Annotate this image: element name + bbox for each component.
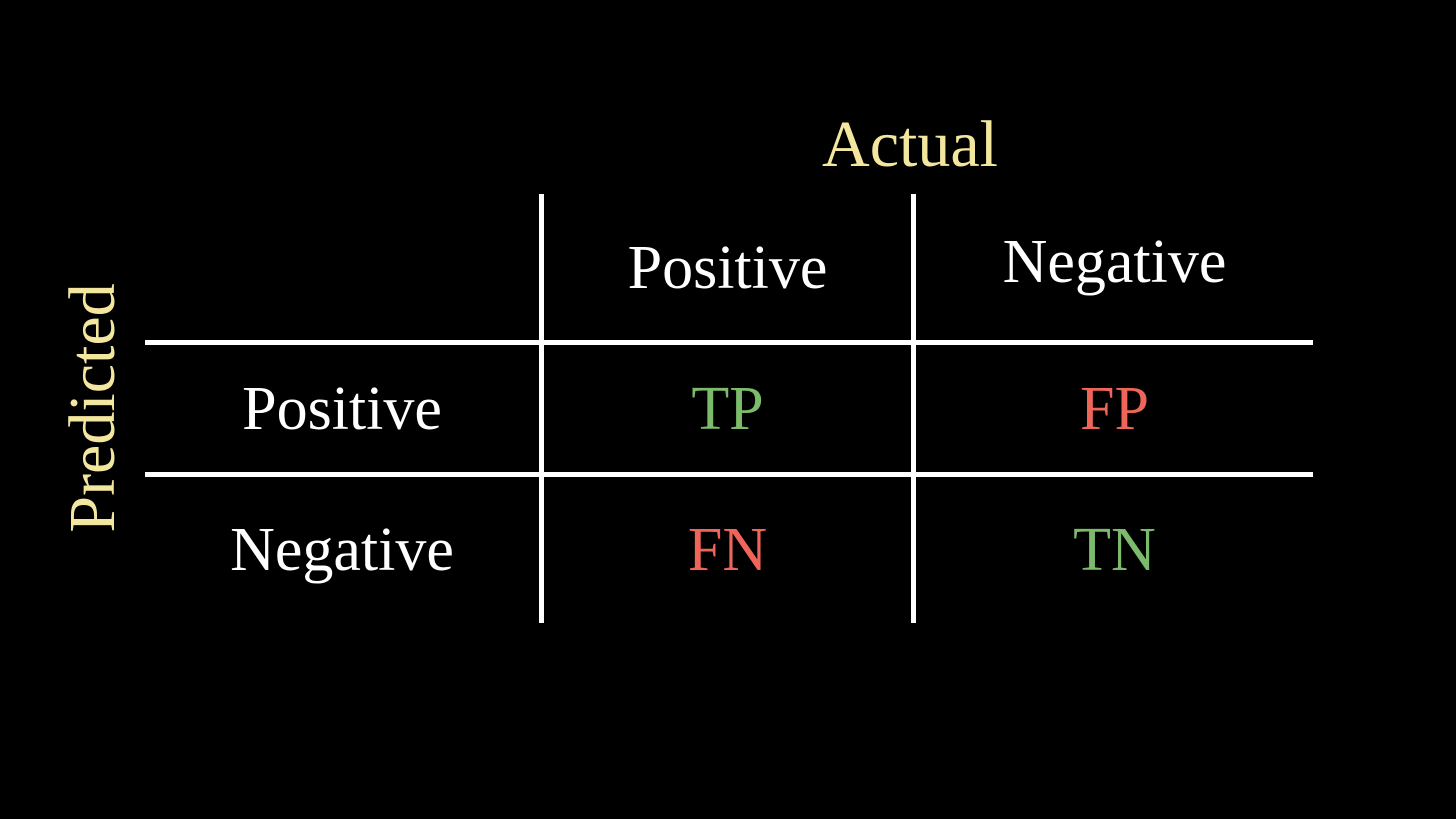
cell-true-negative: TN <box>1073 516 1156 584</box>
cell-false-positive: FP <box>1080 374 1149 443</box>
horizontal-divider-top <box>145 340 1313 345</box>
cell-false-negative: FN <box>687 516 768 584</box>
horizontal-divider-bottom <box>145 472 1313 477</box>
column-header-actual-positive: Positive <box>627 234 828 302</box>
actual-axis-label: Actual <box>822 108 998 181</box>
vertical-divider-right <box>911 194 916 623</box>
column-header-actual-negative: Negative <box>1002 228 1227 296</box>
cell-true-positive: TP <box>691 374 764 443</box>
row-header-predicted-positive: Positive <box>242 374 442 443</box>
vertical-divider-left <box>539 194 544 623</box>
predicted-axis-label: Predicted <box>56 283 129 533</box>
row-header-predicted-negative: Negative <box>230 516 454 584</box>
